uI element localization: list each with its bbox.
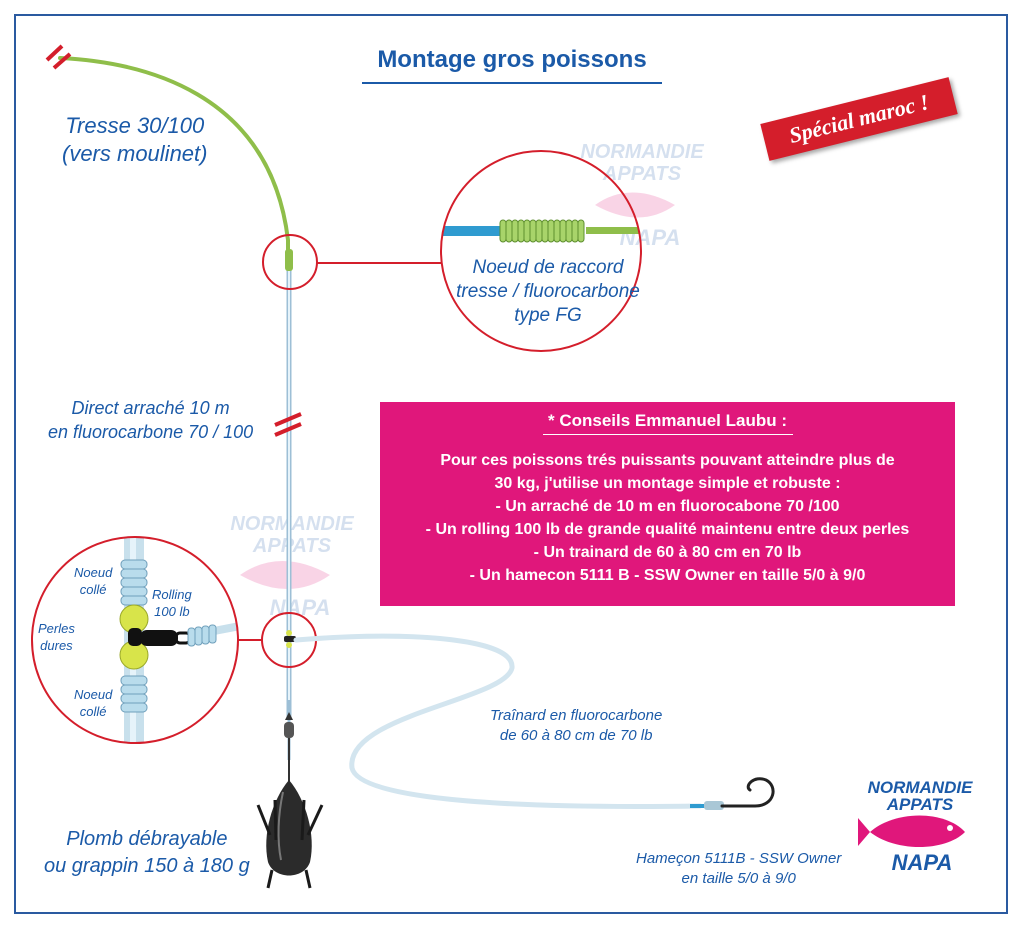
label-tresse: Tresse 30/100 (vers moulinet) [62,113,208,166]
conseils-line: 30 kg, j'utilise un montage simple et ro… [494,475,841,492]
lead-clip [284,722,294,738]
hook [720,777,775,808]
label-trainard: Traînard en fluorocarbone de 60 à 80 cm … [490,707,663,744]
watermark-logo-2: NORMANDIE APPATS NAPA [230,513,354,620]
conseils-line: Pour ces poissons trés puissants pouvant… [440,452,895,469]
conseils-line: - Un hamecon 5111 B - SSW Owner en taill… [469,567,866,584]
page-title: Montage gros poissons [377,46,647,73]
svg-text:NORMANDIE: NORMANDIE [580,141,704,163]
svg-text:APPATS: APPATS [886,795,954,814]
zoom-detail-rolling [119,537,238,743]
diagram-frame [14,14,1008,914]
zoom-detail-knot [441,219,641,243]
braid-line [58,56,290,258]
sinker-grappin [256,780,324,889]
svg-text:NORMANDIE: NORMANDIE [230,513,354,535]
label-hamecon: Hameçon 5111B - SSW Owner en taille 5/0 … [636,850,842,887]
detail-label-noeud-colle-bottom: Noeud collé [74,687,113,719]
detail-label-noeud-colle-top: Noeud collé [74,565,113,597]
napa-logo: NORMANDIE APPATS NAPA [858,778,973,875]
label-plomb: Plomb débrayable ou grappin 150 à 180 g [44,828,250,877]
conseils-title: * Conseils Emmanuel Laubu : [548,411,787,430]
svg-text:NORMANDIE: NORMANDIE [868,778,973,797]
conseils-box: * Conseils Emmanuel Laubu : Pour ces poi… [380,402,955,606]
zoom-circle-rolling [31,536,239,744]
watermark-logo-1: NORMANDIE APPATS NAPA [580,141,704,250]
cut-mark-top [45,44,72,70]
zoom-circle-knot [440,150,642,352]
detail-label-perles: Perles dures [38,621,75,653]
conseils-line: - Un arraché de 10 m en fluorocabone 70 … [495,498,840,515]
conseils-line: - Un rolling 100 lb de grande qualité ma… [425,521,910,538]
label-noeud-raccord: Noeud de raccord tresse / fluorocarbone … [456,257,640,326]
conseils-line: - Un trainard de 60 à 80 cm en 70 lb [533,544,802,561]
fg-knot [285,249,293,271]
title-underline [362,82,662,84]
svg-text:APPATS: APPATS [252,535,332,557]
cut-mark-middle [274,412,302,437]
conseils-title-underline [542,434,793,435]
svg-text:NAPA: NAPA [892,850,953,875]
svg-text:APPATS: APPATS [602,163,682,185]
detail-label-rolling: Rolling 100 lb [152,587,192,619]
label-direct: Direct arraché 10 m en fluorocarbone 70 … [48,398,254,442]
trainard-line [293,633,703,809]
